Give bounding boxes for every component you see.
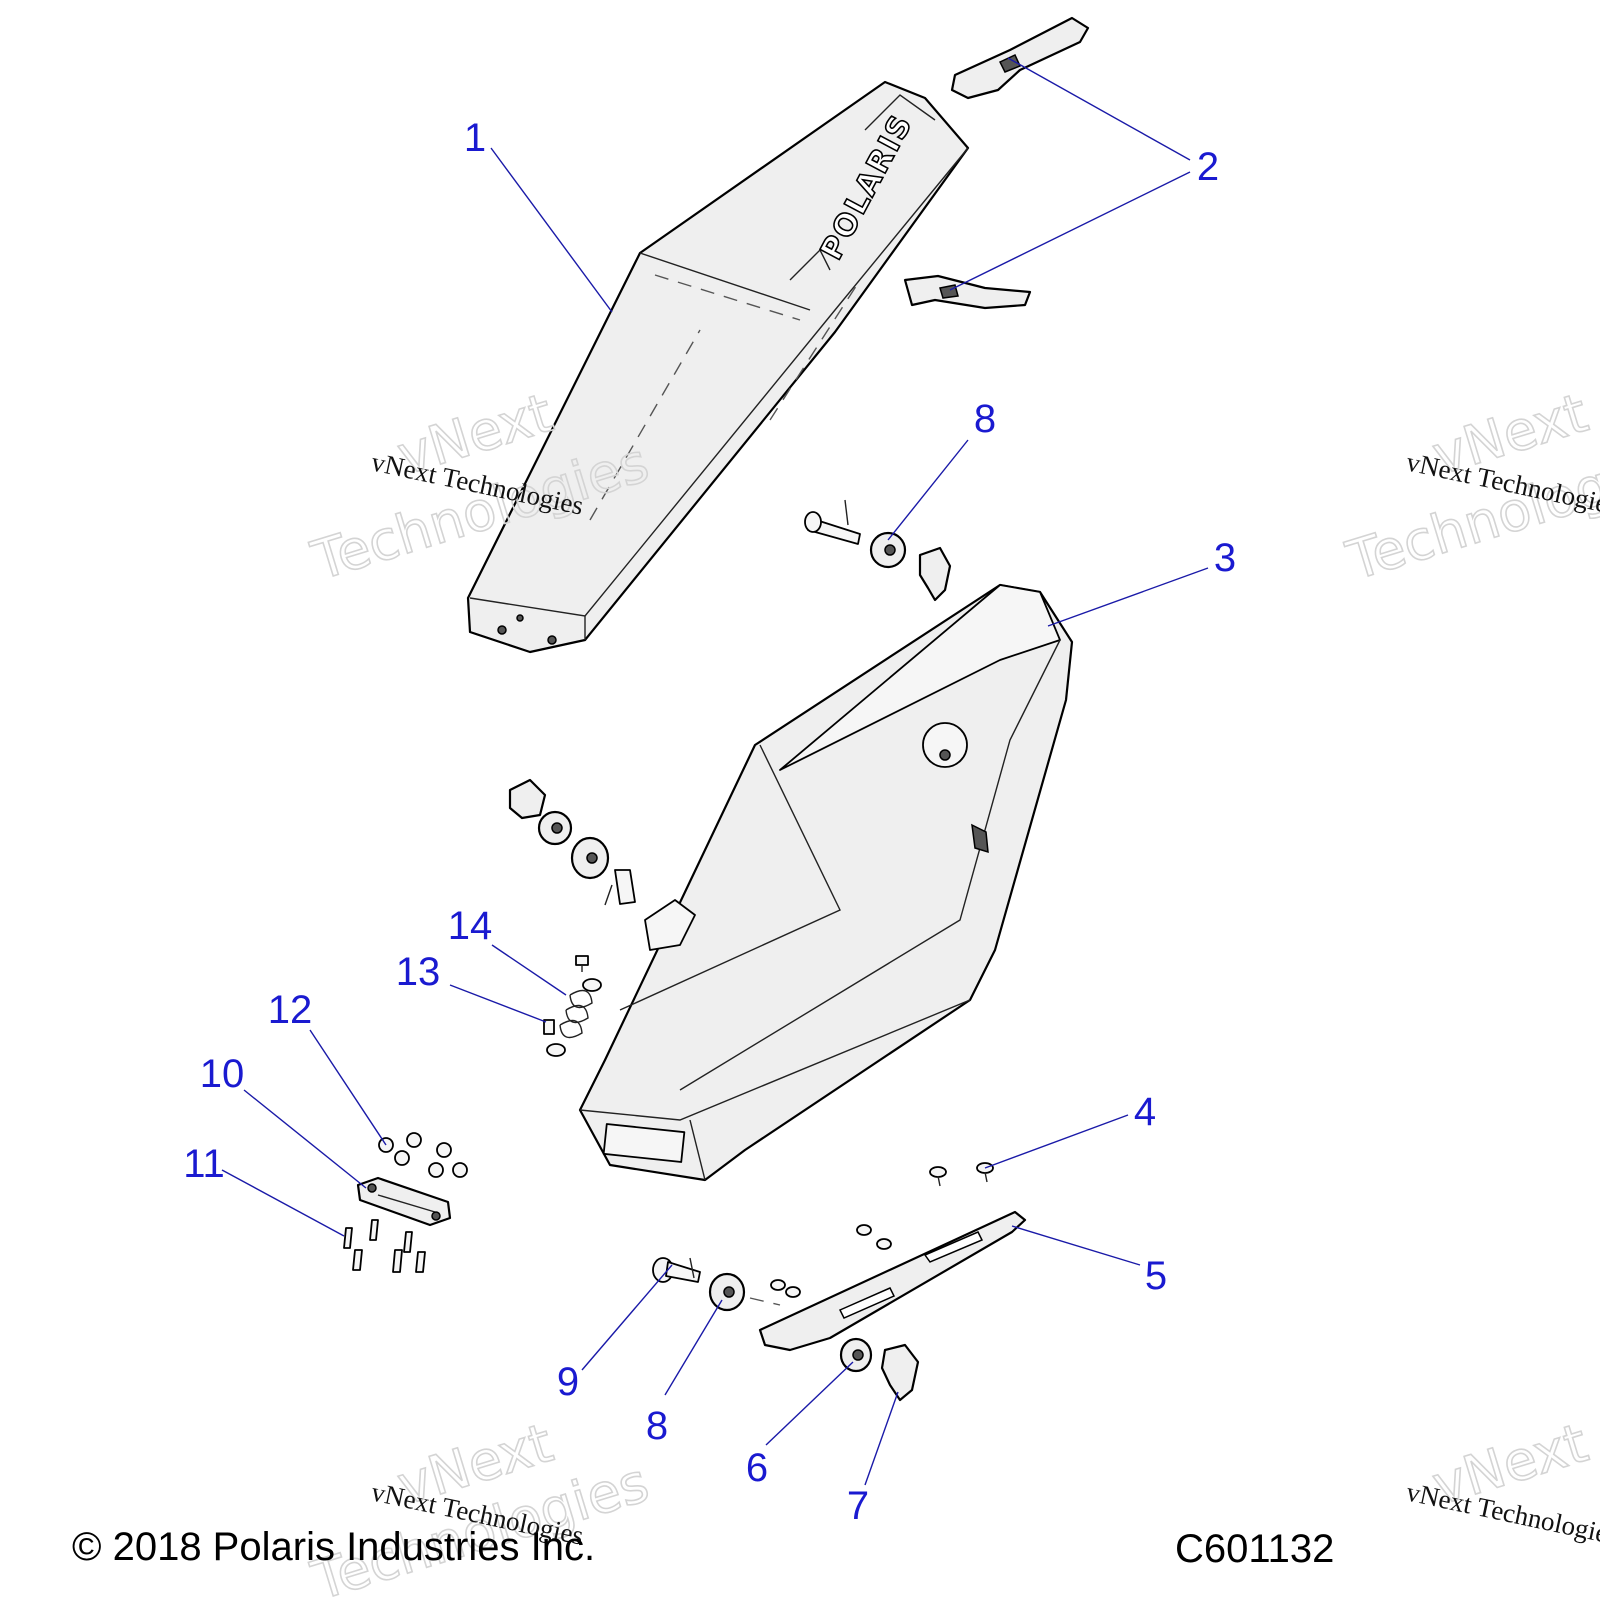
left-hardware-stack bbox=[508, 778, 636, 906]
callout-3: 3 bbox=[1214, 536, 1236, 580]
callout-11: 11 bbox=[183, 1142, 225, 1186]
callout-14: 14 bbox=[448, 904, 493, 948]
part-13-14-spring-screw bbox=[543, 955, 602, 1057]
callout-9: 9 bbox=[557, 1360, 579, 1404]
watermark-bottom-left: vNext Technologies vNext Technologies bbox=[304, 1410, 657, 1600]
part-8-lower-spacer bbox=[708, 1272, 781, 1312]
callout-4: 4 bbox=[1134, 1090, 1156, 1134]
watermark-top-right: vNext Technologies vNext Technologies bbox=[1339, 380, 1600, 593]
callout-2: 2 bbox=[1197, 145, 1219, 189]
part-6-spacer bbox=[839, 1337, 873, 1373]
callout-7: 7 bbox=[847, 1484, 869, 1528]
part-11-screws bbox=[343, 1219, 426, 1273]
watermark-bottom-right: vNext vNext Technologies bbox=[1404, 1410, 1600, 1550]
part-9-pin bbox=[652, 1257, 701, 1283]
callout-8-upper: 8 bbox=[974, 397, 996, 441]
part-7-clip bbox=[880, 1343, 920, 1402]
leader-lines bbox=[221, 57, 1209, 1486]
callout-12: 12 bbox=[268, 988, 313, 1032]
part-12-nuts bbox=[378, 1132, 468, 1178]
callout-5: 5 bbox=[1145, 1254, 1167, 1298]
drawing-code: C601132 bbox=[1175, 1527, 1334, 1571]
part-5-mounting-plate bbox=[758, 1210, 1027, 1352]
part-10-hinge bbox=[356, 1176, 452, 1227]
part-8-upper-hardware bbox=[804, 499, 952, 602]
copyright-text: © 2018 Polaris Industries Inc. bbox=[72, 1525, 595, 1569]
callout-13: 13 bbox=[396, 950, 441, 994]
callout-6: 6 bbox=[746, 1446, 768, 1490]
watermarks: vNext Technologies vNext Technologies vN… bbox=[304, 380, 1600, 1600]
callout-10: 10 bbox=[200, 1052, 245, 1096]
part-3-storage-box bbox=[578, 583, 1074, 1182]
part-2-latch-upper bbox=[950, 16, 1090, 100]
callout-1: 1 bbox=[464, 116, 486, 160]
part-2-latch-lower bbox=[903, 274, 1032, 310]
callout-8-lower: 8 bbox=[646, 1404, 668, 1448]
part-4-screws bbox=[929, 1162, 994, 1187]
callouts: 1 2 3 4 5 6 7 8 8 9 10 11 12 13 14 bbox=[183, 116, 1236, 1528]
